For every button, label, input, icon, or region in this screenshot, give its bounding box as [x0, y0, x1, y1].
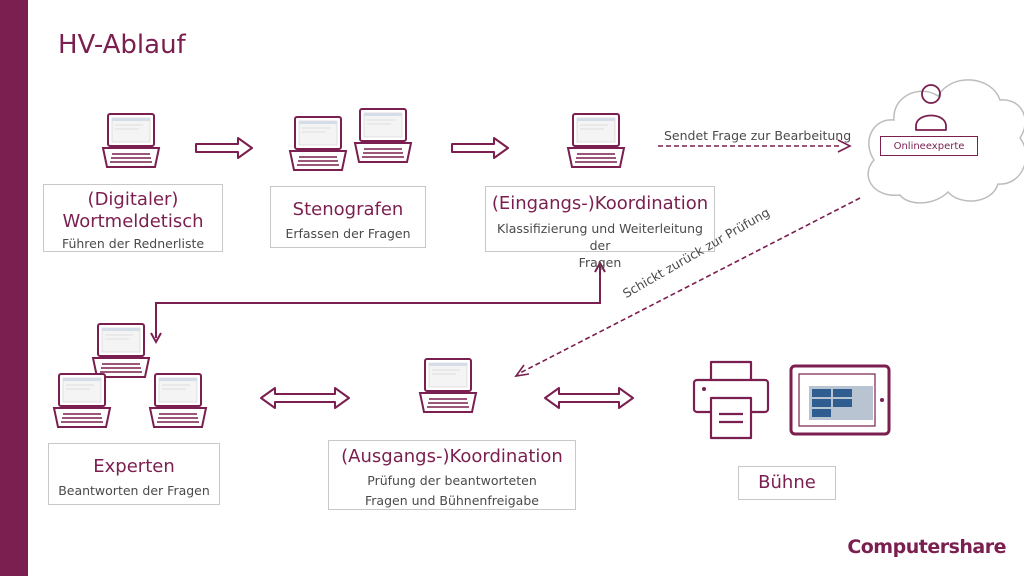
computershare-logo: Computershare: [847, 536, 1006, 558]
laptop-icon: [53, 373, 111, 428]
laptop-icon: [567, 113, 625, 168]
online-expert-label: Onlineexperte: [880, 136, 978, 156]
node-title: (Digitaler): [87, 189, 179, 210]
node-subtitle: Erfassen der Fragen: [285, 226, 411, 241]
node-subtitle: Beantworten der Fragen: [58, 483, 210, 498]
node-ausgangs-koordination: (Ausgangs-)Koordination Prüfung der bean…: [328, 440, 576, 510]
node-title: Wortmeldetisch: [62, 211, 204, 232]
node-eingangs-koordination: (Eingangs-)Koordination Klassifizierung …: [485, 186, 715, 270]
laptop-icon: [354, 108, 412, 163]
page-title: HV-Ablauf: [58, 30, 186, 60]
node-stenografen: Stenografen Erfassen der Fragen: [270, 186, 426, 248]
sidebar-accent-bar: [0, 0, 28, 576]
dashed-arrow-to-online: [658, 139, 852, 153]
node-subtitle: Fragen: [578, 255, 622, 270]
arrow-right-icon: [195, 137, 253, 159]
arrow-right-icon: [451, 137, 509, 159]
node-title: (Eingangs-)Koordination: [491, 193, 709, 214]
laptop-icon: [419, 358, 477, 413]
double-arrow-icon: [544, 387, 634, 409]
node-title: Experten: [93, 456, 175, 477]
laptop-icon: [92, 323, 150, 378]
node-buehne: Bühne: [738, 466, 836, 500]
node-subtitle: Prüfung der beantworteten: [367, 473, 537, 488]
node-title: Stenografen: [292, 199, 404, 220]
dashed-arrow-from-online: [514, 197, 861, 378]
tablet-icon: [789, 364, 891, 436]
node-title: Bühne: [758, 472, 816, 493]
node-subtitle: Klassifizierung und Weiterleitung der: [497, 221, 703, 253]
elbow-arrow: [150, 260, 606, 345]
printer-icon: [692, 360, 770, 440]
laptop-icon: [149, 373, 207, 428]
laptop-icon: [289, 116, 347, 171]
node-subtitle: Fragen und Bühnenfreigabe: [365, 493, 539, 508]
person-icon: [915, 84, 947, 131]
node-title: (Ausgangs-)Koordination: [341, 446, 563, 467]
node-experten: Experten Beantworten der Fragen: [48, 443, 220, 505]
double-arrow-icon: [260, 387, 350, 409]
node-subtitle: Führen der Rednerliste: [61, 236, 205, 251]
laptop-icon: [102, 113, 160, 168]
edge-label-sendet: Sendet Frage zur Bearbeitung: [664, 128, 852, 143]
node-wortmeldetisch: (Digitaler) Wortmeldetisch Führen der Re…: [43, 184, 223, 252]
